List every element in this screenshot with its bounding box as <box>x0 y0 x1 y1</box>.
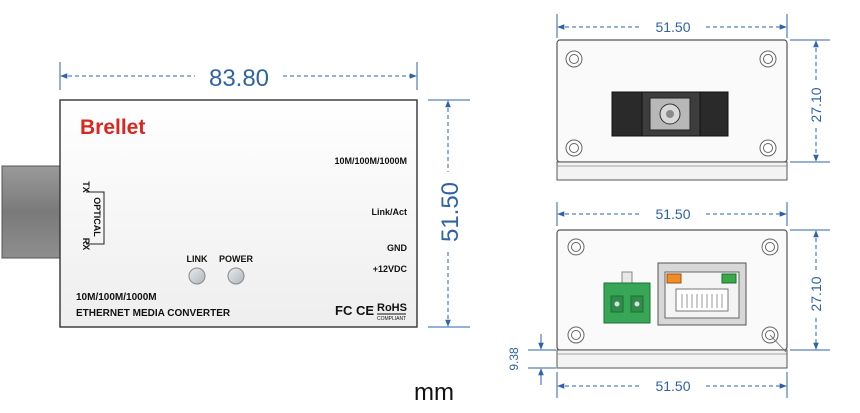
power-led <box>227 267 245 285</box>
port-label-linkact: Link/Act <box>371 207 407 217</box>
fiber-connector <box>1 165 61 259</box>
top-end-base <box>556 161 788 181</box>
front-width-dimension: 83.80 <box>209 65 269 92</box>
bottom-height-dimension: 27.10 <box>808 276 824 311</box>
optical-bracket <box>86 191 105 245</box>
optical-label: OPTICAL <box>92 197 102 237</box>
front-view: 83.80 51.50 Brellet TX RX OPTICAL 10M/10… <box>1 62 470 328</box>
port-label-12vdc: +12VDC <box>373 264 408 274</box>
power-terminal-block <box>603 271 651 324</box>
rj45-led-orange <box>666 273 682 284</box>
tx-label: TX <box>81 181 91 193</box>
bottom-width-dimension-top: 51.50 <box>655 206 690 222</box>
screw-icon <box>567 326 585 344</box>
product-line-1: 10M/100M/1000M <box>76 292 157 303</box>
top-width-dimension: 51.50 <box>655 19 690 35</box>
screw-icon <box>759 139 777 157</box>
screw-icon <box>565 50 583 68</box>
screw-icon <box>567 238 585 256</box>
screw-icon <box>565 139 583 157</box>
ce-mark: CE <box>356 303 374 318</box>
brand-logo: Brellet <box>80 116 145 139</box>
rohs-compliant: COMPLIANT <box>377 316 406 322</box>
led-label-power: POWER <box>219 254 254 264</box>
product-line-2: ETHERNET MEDIA CONVERTER <box>76 308 231 319</box>
link-led <box>188 267 206 285</box>
screw-icon <box>761 238 779 256</box>
fcc-mark: FC <box>335 303 353 318</box>
unit-label: mm <box>414 379 454 406</box>
base-offset-dimension: 9.38 <box>507 347 521 371</box>
rx-label: RX <box>81 238 91 251</box>
port-label-speed: 10M/100M/1000M <box>334 156 407 166</box>
fiber-port <box>611 91 729 137</box>
top-view: 51.50 27.10 <box>556 14 830 181</box>
port-label-gnd: GND <box>387 243 408 253</box>
bottom-view: 51.50 <box>507 202 830 398</box>
rohs-mark: RoHS <box>377 302 407 314</box>
rj45-led-green <box>721 273 737 284</box>
rj45-port <box>657 262 747 326</box>
top-height-dimension: 27.10 <box>808 87 824 122</box>
front-height-dimension: 51.50 <box>437 182 464 242</box>
led-label-link: LINK <box>187 254 208 264</box>
bottom-width-dimension-bottom: 51.50 <box>655 378 690 394</box>
converter-body <box>59 99 418 328</box>
screw-icon <box>759 50 777 68</box>
bottom-end-base <box>556 349 788 369</box>
